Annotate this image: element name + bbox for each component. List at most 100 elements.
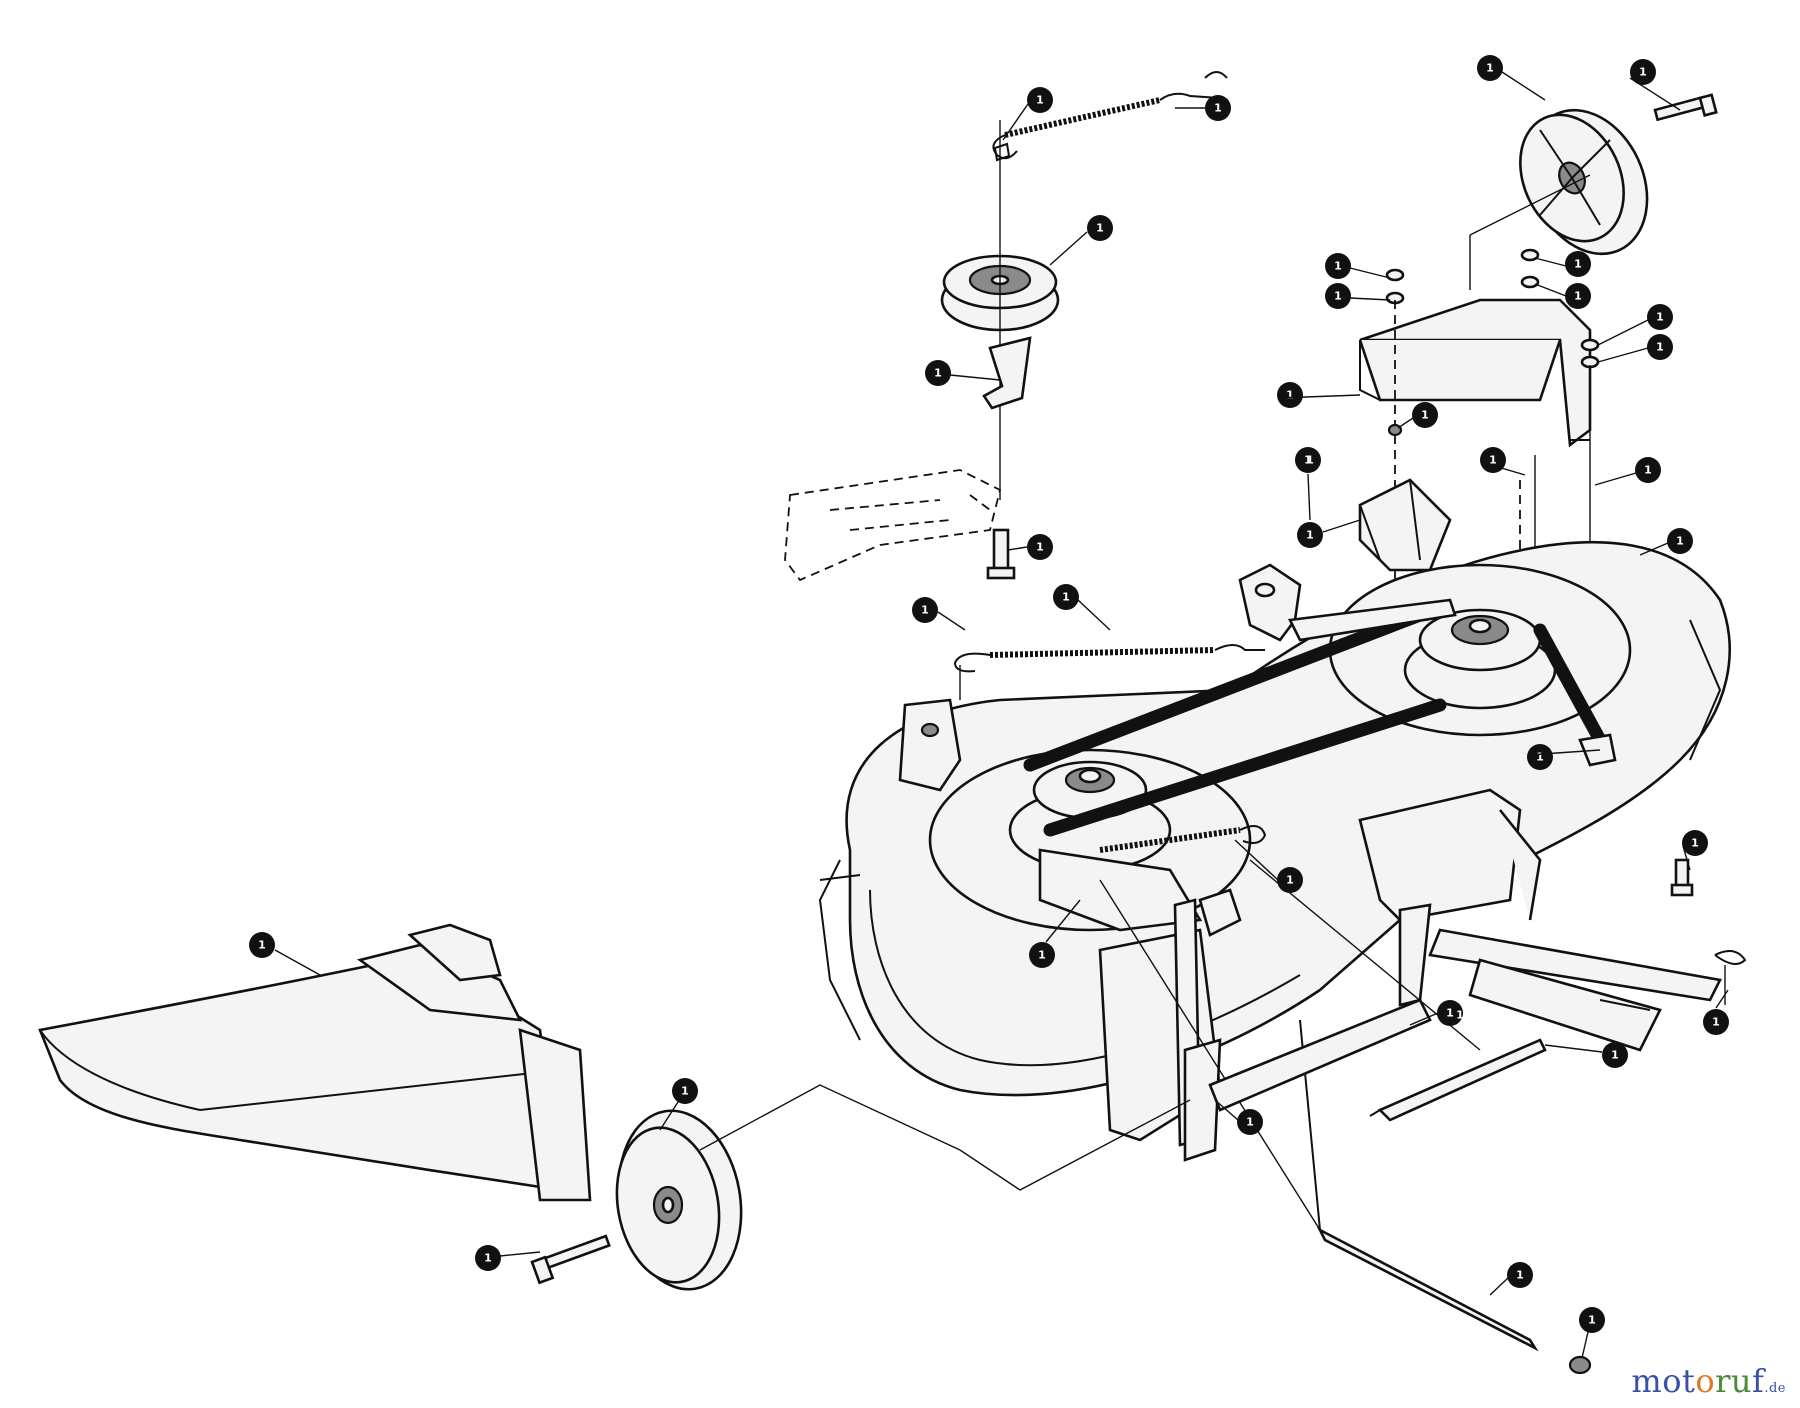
svg-text:1: 1: [258, 939, 266, 952]
svg-text:1: 1: [934, 367, 942, 380]
callout-c18: 1: [1295, 447, 1321, 473]
callout-c27: 1: [1437, 1000, 1463, 1026]
callout-c36: 1: [1456, 1009, 1464, 1022]
svg-text:1: 1: [1038, 949, 1046, 962]
callout-c19: 1: [1297, 522, 1323, 548]
callout-c01: 1: [1027, 87, 1053, 113]
callout-c32: 1: [1579, 1307, 1605, 1333]
idler-arm: [1238, 563, 1457, 642]
callout-c29: 1: [1029, 942, 1055, 968]
callout-c13: 1: [1565, 283, 1591, 309]
svg-text:1: 1: [1516, 1269, 1524, 1282]
callout-c30: 1: [1237, 1109, 1263, 1135]
svg-text:1: 1: [1691, 837, 1699, 850]
svg-text:1: 1: [1286, 874, 1294, 887]
idler-bracket: [982, 336, 1032, 410]
callout-c06: 1: [912, 597, 938, 623]
hanger-bolt: [1670, 858, 1694, 897]
idler-bolt: [986, 528, 1016, 580]
callout-c11: 1: [1325, 283, 1351, 309]
front-axle-post: [1173, 898, 1222, 1162]
callout-c15: 1: [1647, 334, 1673, 360]
svg-text:1: 1: [1676, 535, 1684, 548]
callout-c10: 1: [1325, 253, 1351, 279]
discharge-chute: [38, 923, 592, 1202]
idler-pulley-upper: [940, 120, 1060, 500]
callout-c37: 1: [1306, 454, 1314, 467]
deck-bracket-left: [898, 698, 962, 792]
callout-c31: 1: [1507, 1262, 1533, 1288]
frame-fragment: [784, 469, 1002, 582]
callout-c28: 1: [1277, 867, 1303, 893]
callout-c26: 1: [1602, 1042, 1628, 1068]
chute-wheel: [615, 1109, 743, 1291]
callout-c34: 1: [672, 1078, 698, 1104]
front-rod: [1369, 1038, 1547, 1122]
callout-c17: 1: [1412, 402, 1438, 428]
callout-c21: 1: [1635, 457, 1661, 483]
svg-text:1: 1: [1456, 1009, 1464, 1022]
callout-c14: 1: [1647, 304, 1673, 330]
callout-c02: 1: [1205, 95, 1231, 121]
svg-text:1: 1: [681, 1085, 689, 1098]
svg-text:1: 1: [1656, 311, 1664, 324]
callout-c08: 1: [1477, 55, 1503, 81]
svg-text:1: 1: [1446, 1007, 1454, 1020]
callout-c09: 1: [1630, 59, 1656, 85]
svg-text:1: 1: [1062, 591, 1070, 604]
tension-spring-middle: [953, 644, 1265, 700]
svg-text:1: 1: [1036, 541, 1044, 554]
spring-spindle: [1099, 825, 1267, 853]
svg-text:1: 1: [1611, 1049, 1619, 1062]
svg-text:1: 1: [1639, 66, 1647, 79]
svg-text:1: 1: [1306, 454, 1314, 467]
callout-c16: 1: [1277, 382, 1303, 408]
svg-text:1: 1: [1304, 454, 1312, 467]
svg-text:1: 1: [1036, 94, 1044, 107]
svg-text:1: 1: [1334, 260, 1342, 273]
center-bracket: [1358, 478, 1452, 572]
callout-c03: 1: [1087, 215, 1113, 241]
tension-spring-upper: [992, 71, 1228, 160]
svg-text:1: 1: [1656, 341, 1664, 354]
svg-text:1: 1: [1574, 258, 1582, 271]
callout-c04: 1: [925, 360, 951, 386]
lift-link: [1428, 928, 1722, 1052]
callout-c22: 1: [1667, 528, 1693, 554]
svg-text:1: 1: [1421, 409, 1429, 422]
callout-c07: 1: [1053, 584, 1079, 610]
svg-text:1: 1: [1536, 751, 1544, 764]
svg-text:1: 1: [1644, 464, 1652, 477]
callout-c33: 1: [249, 932, 275, 958]
bottom-nut: [1568, 1355, 1592, 1375]
gauge-wheel-rear: [1469, 108, 1649, 290]
svg-text:1: 1: [921, 604, 929, 617]
wheel-bolt-rear: [1653, 93, 1718, 122]
svg-text:1: 1: [1574, 290, 1582, 303]
svg-text:1: 1: [1246, 1116, 1254, 1129]
callout-c23: 1: [1527, 744, 1553, 770]
svg-text:1: 1: [1489, 454, 1497, 467]
svg-text:1: 1: [1712, 1016, 1720, 1029]
spindle-pulley-right: [1403, 608, 1557, 710]
callout-leaders: [274, 71, 1729, 1359]
svg-text:1: 1: [1096, 222, 1104, 235]
callout-c20: 1: [1480, 447, 1506, 473]
chute-wheel-bolt: [530, 1234, 611, 1285]
callout-c05: 1: [1027, 534, 1053, 560]
callout-c24: 1: [1682, 830, 1708, 856]
callout-c35: 1: [475, 1245, 501, 1271]
svg-text:1: 1: [1588, 1314, 1596, 1327]
svg-text:1: 1: [1486, 62, 1494, 75]
svg-text:1: 1: [484, 1252, 492, 1265]
svg-text:1: 1: [1334, 290, 1342, 303]
callout-c25: 1: [1703, 1009, 1729, 1035]
motoruf-watermark: motoruf.de: [1631, 1362, 1786, 1400]
deck-hanger-bracket-right: [1358, 788, 1542, 1007]
hair-pin-clip: [1714, 950, 1747, 1005]
svg-text:1: 1: [1214, 102, 1222, 115]
v-belt: [1023, 608, 1607, 837]
svg-text:1: 1: [1286, 389, 1294, 402]
svg-text:1: 1: [1306, 529, 1314, 542]
